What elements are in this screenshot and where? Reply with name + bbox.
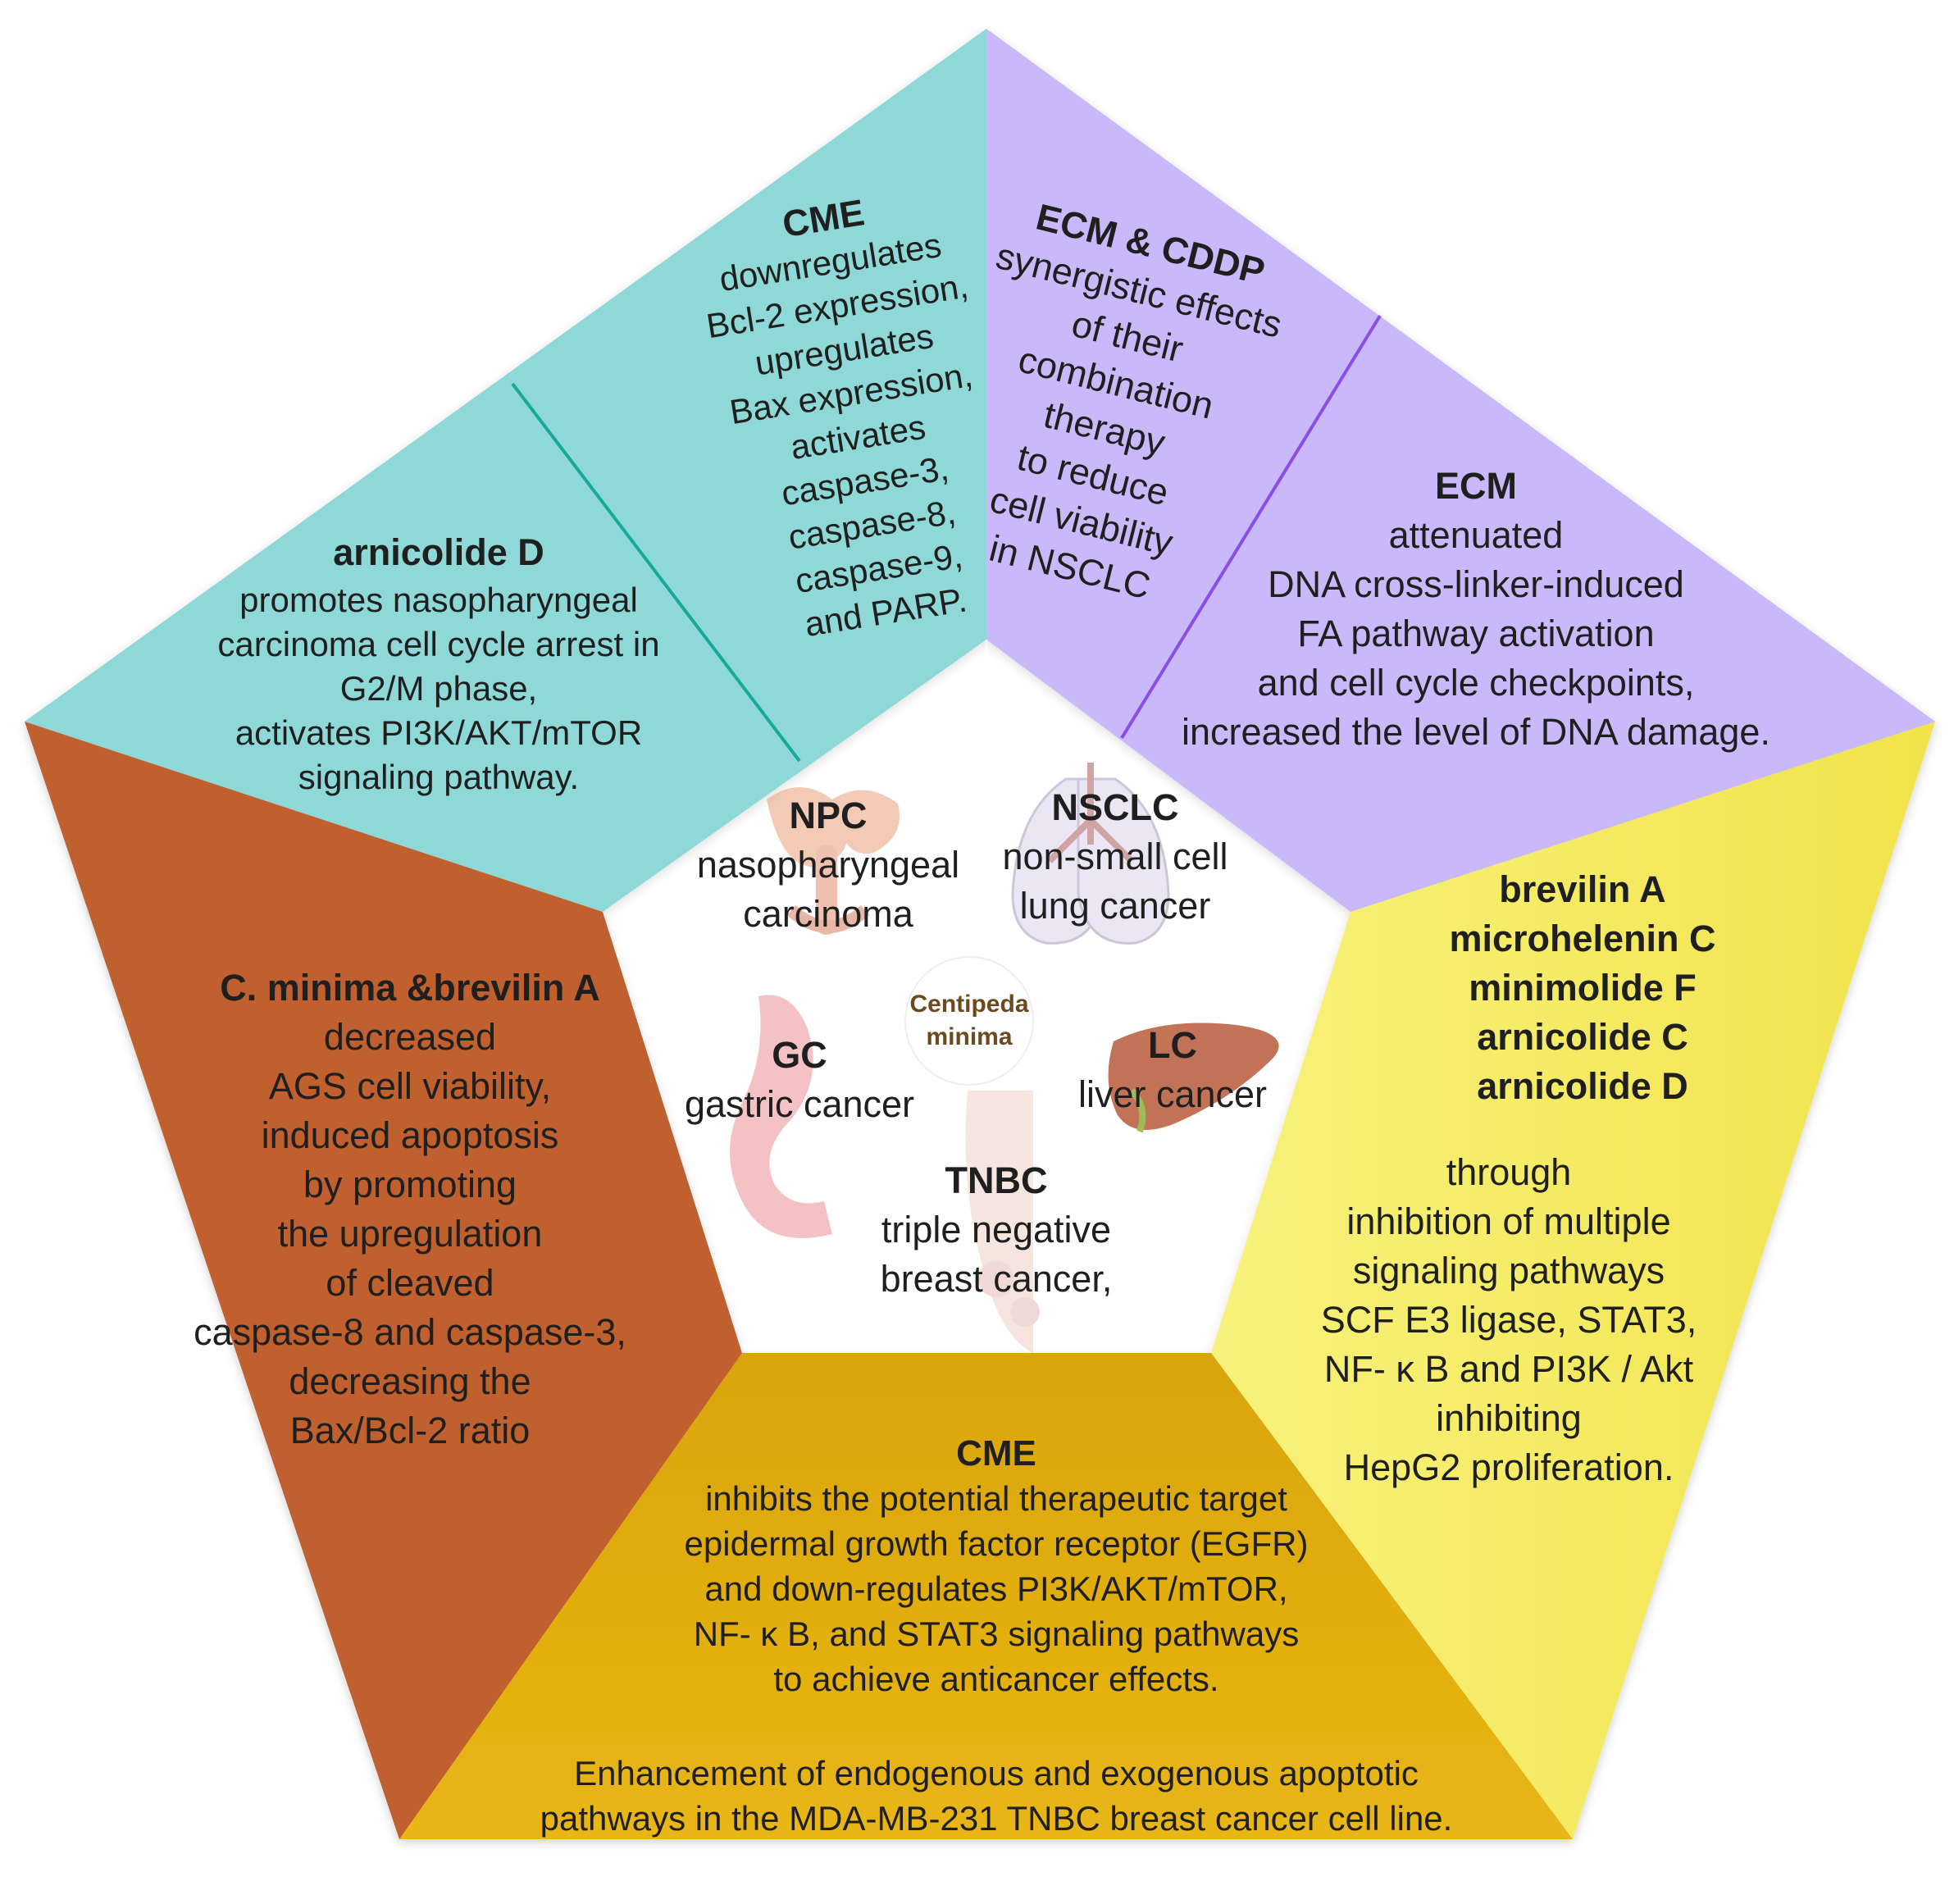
breast-tissue-icon [965, 1091, 1040, 1353]
label-npc: NPC nasopharyngeal carcinoma [696, 795, 960, 935]
lc-compounds-panel: brevilin A microhelenin C minimolide F a… [1449, 868, 1716, 1107]
label-lc: LC liver cancer [1077, 1024, 1268, 1115]
center-circle [904, 956, 1034, 1086]
panel-title: C. minima &brevilin A [220, 967, 600, 1009]
nasopharynx-icon [767, 787, 900, 935]
panel-title: ECM [1435, 465, 1517, 507]
gc-cminima-panel: C. minima &brevilin A decreased AGS cell… [156, 963, 664, 1455]
segment-lc [1211, 722, 1935, 1839]
tnbc-footer-panel: Enhancement of endogenous and exogenous … [540, 1754, 1453, 1838]
label-nsclc: NSCLC non-small cell lung cancer [1002, 786, 1228, 927]
nsclc-divider-line [1120, 314, 1382, 740]
panel-title: arnicolide D [333, 531, 544, 573]
segment-nsclc [986, 29, 1935, 912]
label-tnbc: TNBC triple negative breast cancer, [880, 1159, 1113, 1300]
lc-mechanism-panel: through inhibition of multiple signaling… [1320, 1151, 1697, 1488]
liver-icon [1108, 1023, 1279, 1133]
stomach-icon [730, 995, 832, 1238]
nsclc-ecm-panel: ECM attenuated DNA cross-linker-induced … [1148, 462, 1804, 757]
segment-gc [25, 722, 742, 1839]
npc-divider-line [511, 382, 801, 763]
lungs-icon [1011, 763, 1170, 945]
segment-tnbc [399, 1353, 1573, 1839]
panel-title: CME [956, 1433, 1036, 1474]
npc-arnicolide-panel: arnicolide D promotes nasopharyngeal car… [176, 527, 701, 799]
label-gc: GC gastric cancer [684, 1034, 915, 1125]
tnbc-cme-panel: CME inhibits the potential therapeutic t… [623, 1431, 1369, 1701]
center-label: Centipeda minima [909, 991, 1029, 1050]
